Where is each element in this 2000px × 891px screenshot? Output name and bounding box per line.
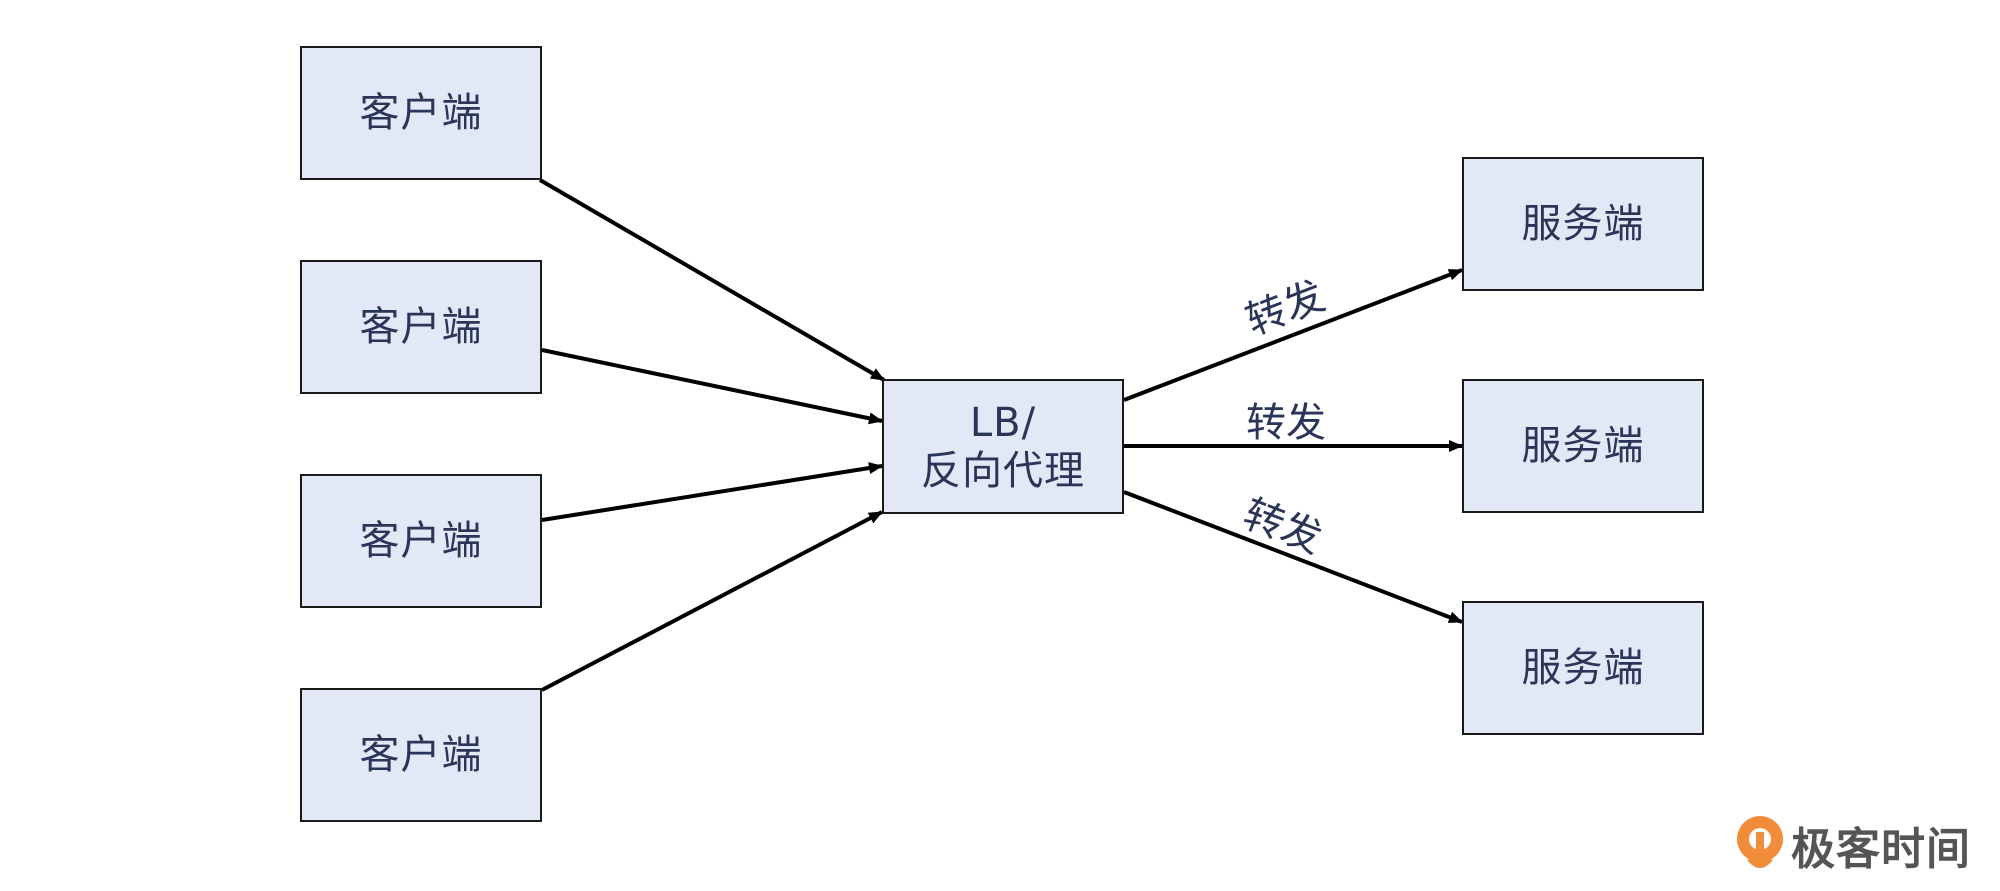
server-label: 服务端 — [1521, 423, 1645, 469]
client-box-4: 客户端 — [300, 688, 542, 822]
client-label: 客户端 — [359, 90, 483, 136]
proxy-box: LB/ 反向代理 — [882, 379, 1124, 514]
proxy-label-line-2: 反向代理 — [921, 447, 1085, 494]
brand-logo-text: 极客时间 — [1791, 824, 1971, 875]
server-box-3: 服务端 — [1462, 601, 1704, 735]
server-label: 服务端 — [1521, 645, 1645, 691]
client-label: 客户端 — [359, 732, 483, 778]
edge-label-forward-2: 转发 — [1246, 400, 1326, 446]
arrow-proxy-to-server-1 — [1123, 268, 1463, 402]
server-box-1: 服务端 — [1462, 157, 1704, 291]
proxy-label-line-1: LB/ — [969, 399, 1037, 446]
server-box-2: 服务端 — [1462, 379, 1704, 513]
arrow-client-1-to-proxy — [538, 178, 886, 382]
client-label: 客户端 — [359, 518, 483, 564]
client-label: 客户端 — [359, 304, 483, 350]
client-box-1: 客户端 — [300, 46, 542, 180]
client-box-3: 客户端 — [300, 474, 542, 608]
brand-logo: 极客时间 — [1735, 812, 1971, 878]
arrow-proxy-to-server-3 — [1123, 490, 1463, 624]
arrow-client-3-to-proxy — [541, 462, 883, 522]
client-box-2: 客户端 — [300, 260, 542, 394]
arrow-client-2-to-proxy — [541, 348, 883, 425]
arrow-client-4-to-proxy — [541, 510, 883, 692]
geektime-logo-icon — [1737, 816, 1783, 868]
server-label: 服务端 — [1521, 201, 1645, 247]
